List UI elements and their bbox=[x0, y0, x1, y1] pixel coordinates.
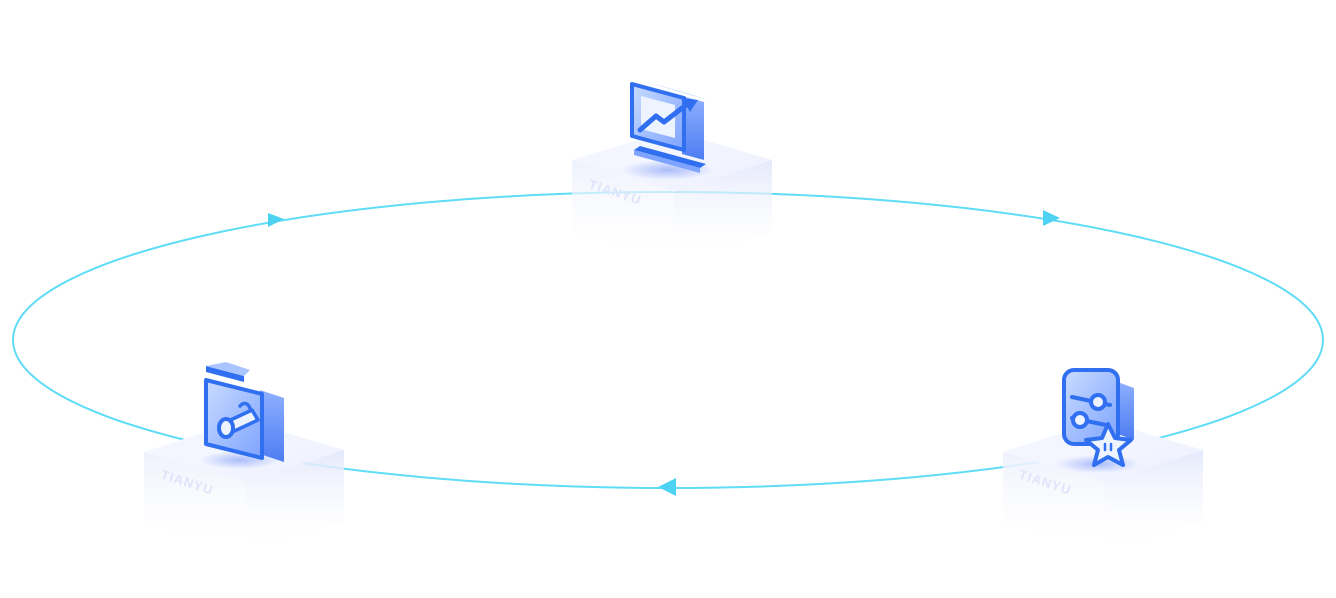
arrow-upper-right bbox=[1043, 210, 1060, 226]
node-left: TIANYU bbox=[144, 362, 344, 552]
platform-left: TIANYU bbox=[144, 420, 344, 552]
platform-top: TIANYU bbox=[572, 130, 772, 262]
arrow-upper-left bbox=[268, 213, 284, 227]
settings-star-icon bbox=[1062, 368, 1134, 467]
flow-arrows bbox=[268, 210, 1060, 496]
arrow-bottom bbox=[658, 478, 676, 496]
node-top: TIANYU bbox=[572, 80, 772, 262]
node-right: TIANYU bbox=[1003, 368, 1203, 552]
chart-monitor-icon bbox=[630, 80, 708, 173]
key-box-icon bbox=[204, 362, 284, 462]
